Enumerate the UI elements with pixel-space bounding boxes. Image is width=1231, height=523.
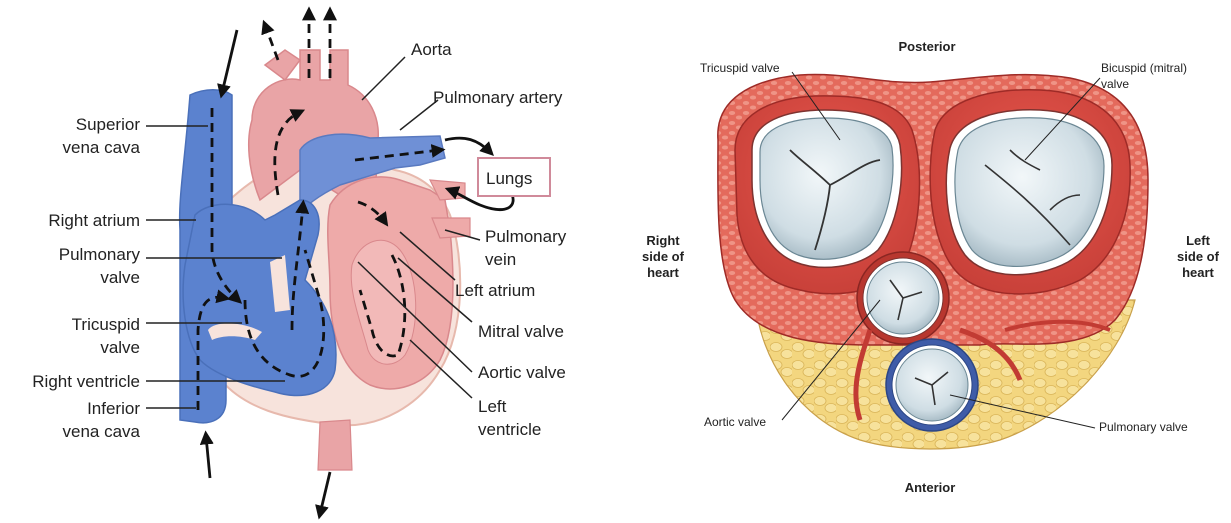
label-pulmonary-vein-1: Pulmonary — [485, 227, 567, 246]
label-inferior-vena-cava-1: Inferior — [87, 399, 140, 418]
label-aortic-valve-right: Aortic valve — [704, 415, 766, 429]
label-tricuspid-valve-1: Tricuspid — [72, 315, 140, 334]
label-superior-vena-cava-2: vena cava — [63, 138, 141, 157]
label-superior-vena-cava-1: Superior — [76, 115, 141, 134]
label-pulmonary-valve-1: Pulmonary — [59, 245, 141, 264]
label-pulmonary-artery: Pulmonary artery — [433, 88, 563, 107]
label-right-side-1: Right — [646, 233, 680, 248]
label-left-side-2: side of — [1177, 249, 1220, 264]
label-aorta: Aorta — [411, 40, 452, 59]
label-tricuspid-valve-2: valve — [100, 338, 140, 357]
label-lungs: Lungs — [486, 169, 532, 188]
label-aortic-valve: Aortic valve — [478, 363, 566, 382]
label-bicuspid-valve-1: Bicuspid (mitral) — [1101, 61, 1187, 75]
label-tricuspid-valve: Tricuspid valve — [700, 61, 780, 75]
label-inferior-vena-cava-2: vena cava — [63, 422, 141, 441]
label-pulmonary-valve-2: valve — [100, 268, 140, 287]
label-right-atrium: Right atrium — [48, 211, 140, 230]
label-anterior: Anterior — [905, 480, 956, 495]
label-left-ventricle-2: ventricle — [478, 420, 541, 439]
label-right-side-3: heart — [647, 265, 679, 280]
label-pulmonary-vein-2: vein — [485, 250, 516, 269]
valve-cross-section — [718, 75, 1148, 449]
label-pulmonary-valve-right: Pulmonary valve — [1099, 420, 1188, 434]
label-left-atrium: Left atrium — [455, 281, 535, 300]
label-posterior: Posterior — [898, 39, 955, 54]
label-mitral-valve: Mitral valve — [478, 322, 564, 341]
label-left-ventricle-1: Left — [478, 397, 507, 416]
label-right-ventricle: Right ventricle — [32, 372, 140, 391]
label-left-side-3: heart — [1182, 265, 1214, 280]
label-right-side-2: side of — [642, 249, 685, 264]
label-left-side-1: Left — [1186, 233, 1211, 248]
label-bicuspid-valve-2: valve — [1101, 77, 1129, 91]
